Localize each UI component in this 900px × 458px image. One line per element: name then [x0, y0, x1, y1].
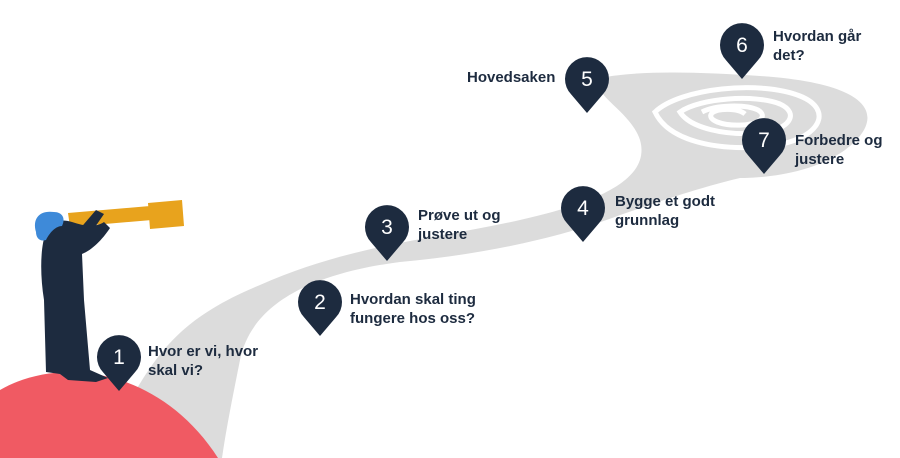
pin-number: 7: [758, 129, 770, 152]
step-label-5: Hovedsaken: [467, 69, 556, 86]
pins: 1 2 3 4 5 6 7: [97, 23, 786, 391]
pin-6: 6: [719, 23, 764, 79]
step-label-1: Hvor er vi, hvor skal vi?: [148, 343, 259, 379]
spiral-ring-outer: [651, 85, 822, 151]
map-pin-icon: [741, 118, 786, 174]
pin-4: 4: [561, 186, 605, 242]
step-label-7: Forbedre og justere: [795, 132, 883, 168]
road-body: [92, 72, 868, 458]
pin-7: 7: [741, 118, 786, 174]
step-label-4: Bygge et godt grunnlag: [615, 193, 715, 229]
map-pin-icon: [365, 205, 409, 261]
map-pin-icon: [561, 186, 605, 242]
map-pin-icon: [565, 57, 609, 113]
map-pin-icon: [719, 23, 764, 79]
pin-number: 5: [581, 68, 593, 91]
pin-number: 6: [736, 34, 748, 57]
road: [92, 72, 868, 458]
map-pin-icon: [298, 280, 342, 336]
person-with-telescope: [34, 200, 184, 382]
pin-5: 5: [565, 57, 609, 113]
pin-number: 3: [381, 216, 393, 239]
hill: [0, 372, 218, 458]
pin-1: 1: [97, 335, 141, 391]
spiral: [651, 85, 822, 151]
pin-number: 2: [314, 291, 326, 314]
person-body: [41, 220, 110, 382]
step-label-3: Prøve ut og justere: [418, 207, 501, 243]
pin-number: 1: [113, 346, 125, 369]
spiral-ring-inner: [700, 103, 765, 128]
pin-number: 4: [577, 197, 589, 220]
step-label-6: Hvordan går det?: [773, 28, 862, 64]
person-arm: [72, 210, 104, 246]
map-pin-icon: [97, 335, 141, 391]
pin-3: 3: [365, 205, 409, 261]
step-label-2: Hvordan skal ting fungere hos oss?: [350, 291, 476, 327]
hair: [34, 211, 64, 241]
spiral-ring-middle: [676, 95, 793, 137]
pin-2: 2: [298, 280, 342, 336]
